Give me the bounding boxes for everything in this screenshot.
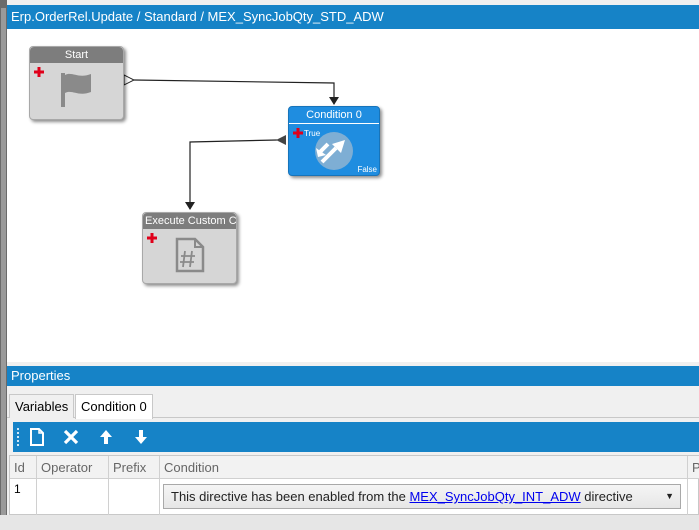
cell-operator[interactable] [37,479,109,516]
start-output-port[interactable] [123,74,136,86]
condition-false-label: False [357,165,377,174]
tab-variables[interactable]: Variables [9,394,75,418]
condition-dropdown[interactable]: This directive has been enabled from the… [163,484,681,509]
execute-custom-code-node[interactable]: Execute Custom Co [142,212,237,284]
move-down-icon [135,430,147,444]
connector-lines [123,74,339,210]
column-header-p[interactable]: P [688,456,699,479]
properties-panel-title: Properties [7,366,699,386]
toolbar-grip[interactable] [17,428,21,446]
column-header-operator[interactable]: Operator [37,456,109,479]
properties-title: Properties [11,368,71,383]
red-cross-icon [293,128,303,138]
red-cross-icon [34,67,44,77]
condition-node-title: Condition 0 [289,107,379,124]
directive-link[interactable]: MEX_SyncJobQty_INT_ADW [409,489,581,504]
move-down-button[interactable] [130,426,152,448]
delete-icon [63,429,79,445]
condition-node[interactable]: Condition 0 True False [288,106,380,176]
condition-true-port[interactable] [276,135,286,145]
tab-label: Condition 0 [81,399,147,414]
delete-button[interactable] [60,426,82,448]
conditions-grid: Id Operator Prefix Condition P 1 This di… [9,455,699,516]
workflow-title-bar: Erp.OrderRel.Update / Standard / MEX_Syn… [7,5,699,29]
bottom-scroll-area [0,515,699,530]
condition-toolbar [13,422,699,452]
column-header-id[interactable]: Id [10,456,37,479]
tab-condition-0[interactable]: Condition 0 [75,394,153,419]
flag-icon [61,73,91,107]
start-node-title: Start [30,47,123,63]
start-node[interactable]: Start [29,46,124,120]
condition-true-label: True [304,129,321,138]
condition-text-before: This directive has been enabled from the [171,489,410,504]
cell-prefix[interactable] [109,479,160,516]
csharp-document-icon [175,237,205,273]
left-scrollbar-thumb[interactable] [1,8,6,520]
left-scrollbar[interactable] [0,0,7,530]
move-up-button[interactable] [95,426,117,448]
connector-start-to-condition [133,79,335,104]
connector-arrowhead [329,97,339,105]
condition-text-after: directive [580,489,633,504]
workflow-title: Erp.OrderRel.Update / Standard / MEX_Syn… [11,9,384,24]
chevron-down-icon[interactable]: ▼ [665,491,674,501]
new-button[interactable] [26,426,48,448]
properties-tabs: Variables Condition 0 [7,386,699,419]
connector-arrowhead [185,202,195,210]
column-header-condition[interactable]: Condition [160,456,688,479]
red-cross-icon [147,233,157,243]
move-up-icon [100,430,112,444]
cell-id[interactable]: 1 [10,479,37,516]
new-document-icon [30,428,44,446]
condition-arrows-icon [315,132,353,170]
column-header-prefix[interactable]: Prefix [109,456,160,479]
cell-condition[interactable] [160,479,688,516]
connector-condition-to-execute [189,139,278,209]
workflow-canvas[interactable]: Start Condition 0 True False Execute Cus… [7,29,699,362]
tab-label: Variables [15,399,69,414]
execute-node-title: Execute Custom Co [143,213,236,229]
